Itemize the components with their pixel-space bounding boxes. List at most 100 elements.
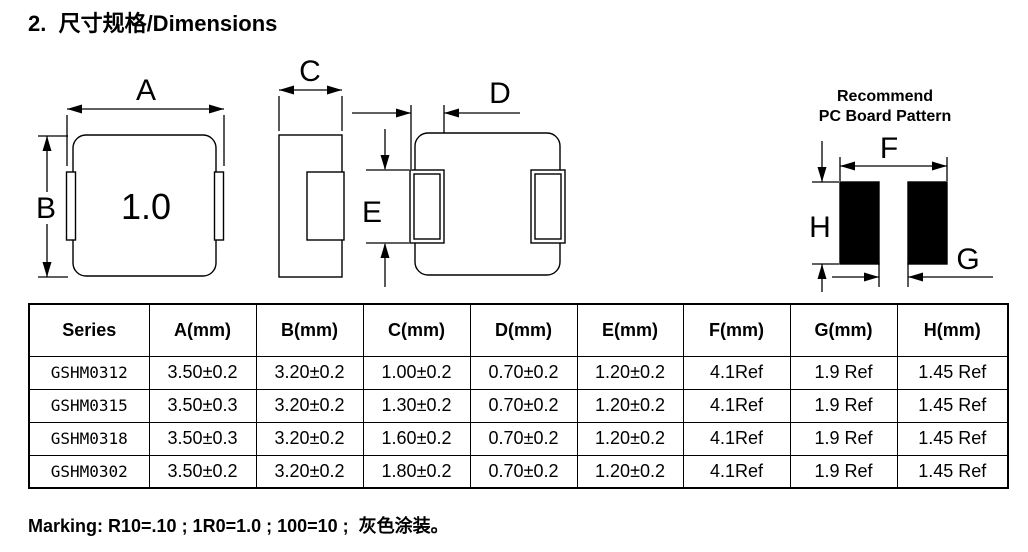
- value-cell: 1.80±0.2: [362, 454, 471, 489]
- value-cell: 1.20±0.2: [576, 421, 684, 456]
- value-cell: 1.00±0.2: [362, 355, 471, 390]
- value-cell: 0.70±0.2: [469, 454, 578, 489]
- column-header: H(mm): [896, 303, 1009, 357]
- value-cell: 3.20±0.2: [255, 421, 364, 456]
- dim-arrow: [327, 85, 342, 95]
- value-cell: 1.9 Ref: [789, 388, 898, 423]
- dim-arrow: [380, 155, 390, 170]
- dim-label-g: G: [956, 243, 979, 276]
- column-header: D(mm): [469, 303, 578, 357]
- value-cell: 1.45 Ref: [896, 454, 1009, 489]
- dim-arrow: [817, 167, 827, 182]
- dim-arrow: [42, 136, 52, 151]
- column-header: C(mm): [362, 303, 471, 357]
- value-cell: 4.1Ref: [682, 421, 791, 456]
- dim-arrow: [396, 108, 411, 118]
- column-header: E(mm): [576, 303, 684, 357]
- dim-label-a: A: [136, 74, 156, 107]
- dim-a: A: [66, 74, 225, 166]
- dim-arrow: [840, 161, 855, 171]
- dim-h: H: [809, 141, 839, 292]
- side-terminal-outline: [306, 171, 345, 241]
- pcb-pad-left: [839, 181, 880, 265]
- value-cell: 1.9 Ref: [789, 421, 898, 456]
- top-view-drawing: A B 1.0: [36, 74, 225, 278]
- value-cell: 4.1Ref: [682, 454, 791, 489]
- value-cell: 4.1Ref: [682, 388, 791, 423]
- dim-f: F: [839, 132, 948, 181]
- pcb-pad-right: [907, 181, 948, 265]
- dim-label-h: H: [809, 211, 831, 244]
- part-marking-text: 1.0: [121, 186, 171, 227]
- dim-arrow: [279, 85, 294, 95]
- value-cell: 1.9 Ref: [789, 355, 898, 390]
- value-cell: 1.20±0.2: [576, 355, 684, 390]
- series-cell: GSHM0302: [28, 454, 150, 489]
- dim-arrow: [932, 161, 947, 171]
- value-cell: 1.45 Ref: [896, 421, 1009, 456]
- marking-note: Marking: R10=.10 ; 1R0=1.0 ; 100=10 ; 灰色…: [28, 516, 449, 536]
- dim-arrow: [209, 104, 224, 114]
- dim-arrow: [864, 272, 879, 282]
- pad-inner-outline: [413, 173, 441, 240]
- value-cell: 1.30±0.2: [362, 388, 471, 423]
- pcb-pattern-drawing: Recommend PC Board Pattern F H: [809, 88, 993, 292]
- bottom-view-drawing: D E: [352, 77, 566, 287]
- dim-arrow: [444, 108, 459, 118]
- solder-pad-right: [530, 169, 566, 244]
- dim-arrow: [380, 243, 390, 258]
- value-cell: 1.9 Ref: [789, 454, 898, 489]
- series-cell: GSHM0318: [28, 421, 150, 456]
- dim-c: C: [278, 55, 343, 131]
- dim-label-f: F: [880, 132, 898, 165]
- dim-label-d: D: [489, 77, 511, 110]
- column-header: B(mm): [255, 303, 364, 357]
- pcb-pattern-title-line1: Recommend: [837, 88, 933, 105]
- value-cell: 0.70±0.2: [469, 421, 578, 456]
- value-cell: 1.20±0.2: [576, 454, 684, 489]
- dim-label-c: C: [299, 55, 321, 88]
- dim-arrow: [908, 272, 923, 282]
- dimension-drawings: A B 1.0: [36, 55, 993, 292]
- column-header: A(mm): [148, 303, 257, 357]
- value-cell: 1.45 Ref: [896, 388, 1009, 423]
- dim-arrow: [42, 262, 52, 277]
- value-cell: 3.50±0.2: [148, 355, 257, 390]
- value-cell: 0.70±0.2: [469, 388, 578, 423]
- dim-arrow: [817, 264, 827, 279]
- solder-pad-left: [409, 169, 445, 244]
- value-cell: 3.50±0.3: [148, 388, 257, 423]
- terminal-tab-left: [65, 171, 77, 241]
- series-cell: GSHM0315: [28, 388, 150, 423]
- series-cell: GSHM0312: [28, 355, 150, 390]
- dim-arrow: [67, 104, 82, 114]
- column-header: G(mm): [789, 303, 898, 357]
- dim-b: B: [36, 135, 68, 278]
- terminal-tab-right: [213, 171, 225, 241]
- value-cell: 1.20±0.2: [576, 388, 684, 423]
- dim-e: E: [362, 129, 409, 287]
- value-cell: 4.1Ref: [682, 355, 791, 390]
- value-cell: 0.70±0.2: [469, 355, 578, 390]
- dim-d: D: [352, 77, 520, 169]
- page-title: 2. 尺寸规格/Dimensions: [28, 11, 278, 36]
- side-view-drawing: C: [278, 55, 345, 278]
- pcb-pattern-title-line2: PC Board Pattern: [819, 108, 951, 125]
- dim-label-b: B: [36, 192, 56, 225]
- pad-inner-outline: [534, 173, 562, 240]
- value-cell: 3.50±0.3: [148, 421, 257, 456]
- column-header: F(mm): [682, 303, 791, 357]
- value-cell: 3.20±0.2: [255, 388, 364, 423]
- value-cell: 3.20±0.2: [255, 355, 364, 390]
- value-cell: 1.60±0.2: [362, 421, 471, 456]
- dim-g: G: [832, 243, 993, 287]
- dim-label-e: E: [362, 196, 382, 229]
- value-cell: 3.50±0.2: [148, 454, 257, 489]
